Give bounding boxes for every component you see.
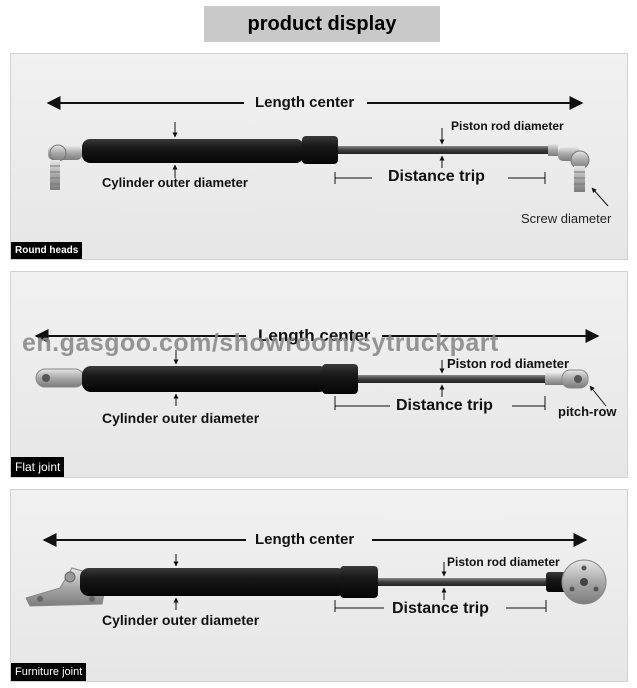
cylinder-outer-diameter-label: Cylinder outer diameter [102, 612, 260, 628]
length-center-label: Length center [255, 94, 355, 111]
title-bar: product display [204, 6, 440, 42]
dimension-markers-2 [173, 350, 607, 410]
piston-rod-diameter-label: Piston rod diameter [447, 555, 560, 569]
panel-tag: Round heads [11, 242, 83, 259]
piston-rod-diameter-label: Piston rod diameter [451, 119, 564, 133]
distance-trip-label: Distance trip [396, 397, 493, 414]
distance-trip-label: Distance trip [392, 600, 489, 617]
watermark-text: en.gasgoo.com/showroom/sytruckpart [22, 329, 499, 357]
dimension-markers-3 [173, 554, 547, 612]
length-center-label: Length center [255, 531, 355, 548]
cylinder-outer-diameter-label: Cylinder outer diameter [102, 175, 248, 190]
dimension-markers-1 [172, 122, 609, 207]
gas-spring-round-heads [48, 136, 590, 192]
gas-spring-furniture-joint [25, 559, 607, 607]
distance-trip-label: Distance trip [388, 168, 485, 185]
page-title: product display [247, 12, 397, 35]
length-center-label: Length center [258, 326, 371, 345]
cylinder-outer-diameter-label: Cylinder outer diameter [102, 410, 260, 426]
gas-spring-flat-joint [35, 364, 589, 394]
screw-diameter-label: Screw diameter [521, 211, 612, 226]
piston-rod-diameter-label: Piston rod diameter [447, 356, 570, 371]
panel-tag: Flat joint [11, 457, 65, 477]
panel-tag: Furniture joint [11, 663, 87, 681]
pitch-row-label: pitch-row [558, 404, 617, 419]
